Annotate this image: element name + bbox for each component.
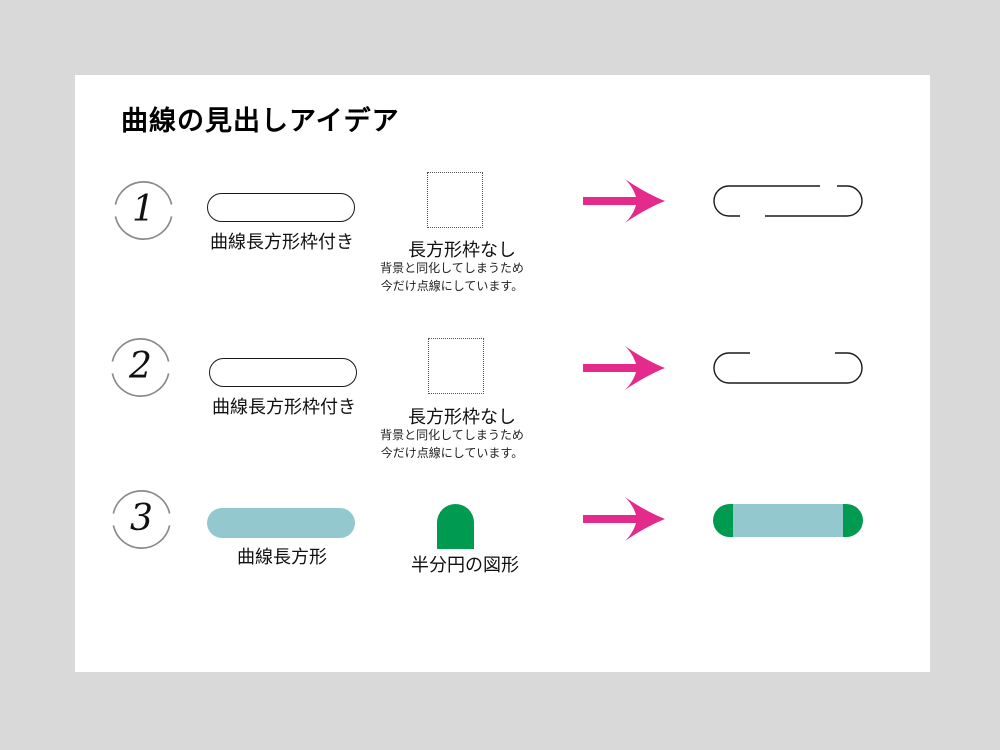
step-number: 3 (130, 498, 153, 539)
shape-label: 曲線長方形枠付き (210, 232, 354, 252)
slide-canvas: 曲線の見出しアイデア 1 曲線長方形枠付き 長方形枠なし 背景と同化してしまうた… (75, 75, 930, 672)
note-line-2: 今だけ点線にしています。 (380, 446, 524, 460)
step-3-badge: 3 (109, 487, 174, 552)
arrow-right-icon (583, 344, 667, 397)
arrow-right-icon (583, 495, 667, 548)
open-circle-icon (112, 490, 171, 549)
step-number: 2 (129, 346, 152, 387)
shape-label: 半分円の図形 (411, 555, 519, 575)
arrow-right-icon (583, 177, 667, 230)
page-title: 曲線の見出しアイデア (121, 106, 400, 136)
note-line-1: 背景と同化してしまうため (380, 261, 524, 275)
shape-note: 背景と同化してしまうため 今だけ点線にしています。 (367, 426, 537, 462)
result-shape-2 (713, 352, 863, 389)
shape-label: 長方形枠なし (408, 407, 516, 427)
result-shape-1 (713, 185, 863, 222)
step-number: 1 (132, 189, 155, 230)
shape-label: 曲線長方形 (237, 547, 327, 567)
open-circle-icon (114, 181, 173, 240)
shape-label: 曲線長方形枠付き (212, 397, 356, 417)
dashed-square-1 (427, 172, 483, 228)
teal-curved-rect (207, 508, 355, 538)
result-shape-3-middle (733, 504, 843, 537)
half-circle-shape (437, 504, 474, 549)
step-2-badge: 2 (108, 335, 173, 400)
note-line-2: 今だけ点線にしています。 (380, 279, 524, 293)
curved-rect-outline-1 (207, 193, 355, 222)
shape-note: 背景と同化してしまうため 今だけ点線にしています。 (367, 259, 537, 295)
dashed-square-2 (428, 338, 484, 394)
open-circle-icon (111, 338, 170, 397)
curved-rect-outline-2 (209, 358, 357, 387)
shape-label: 長方形枠なし (408, 240, 516, 260)
result-shape-3 (713, 504, 863, 537)
step-1-badge: 1 (111, 178, 176, 243)
note-line-1: 背景と同化してしまうため (380, 428, 524, 442)
